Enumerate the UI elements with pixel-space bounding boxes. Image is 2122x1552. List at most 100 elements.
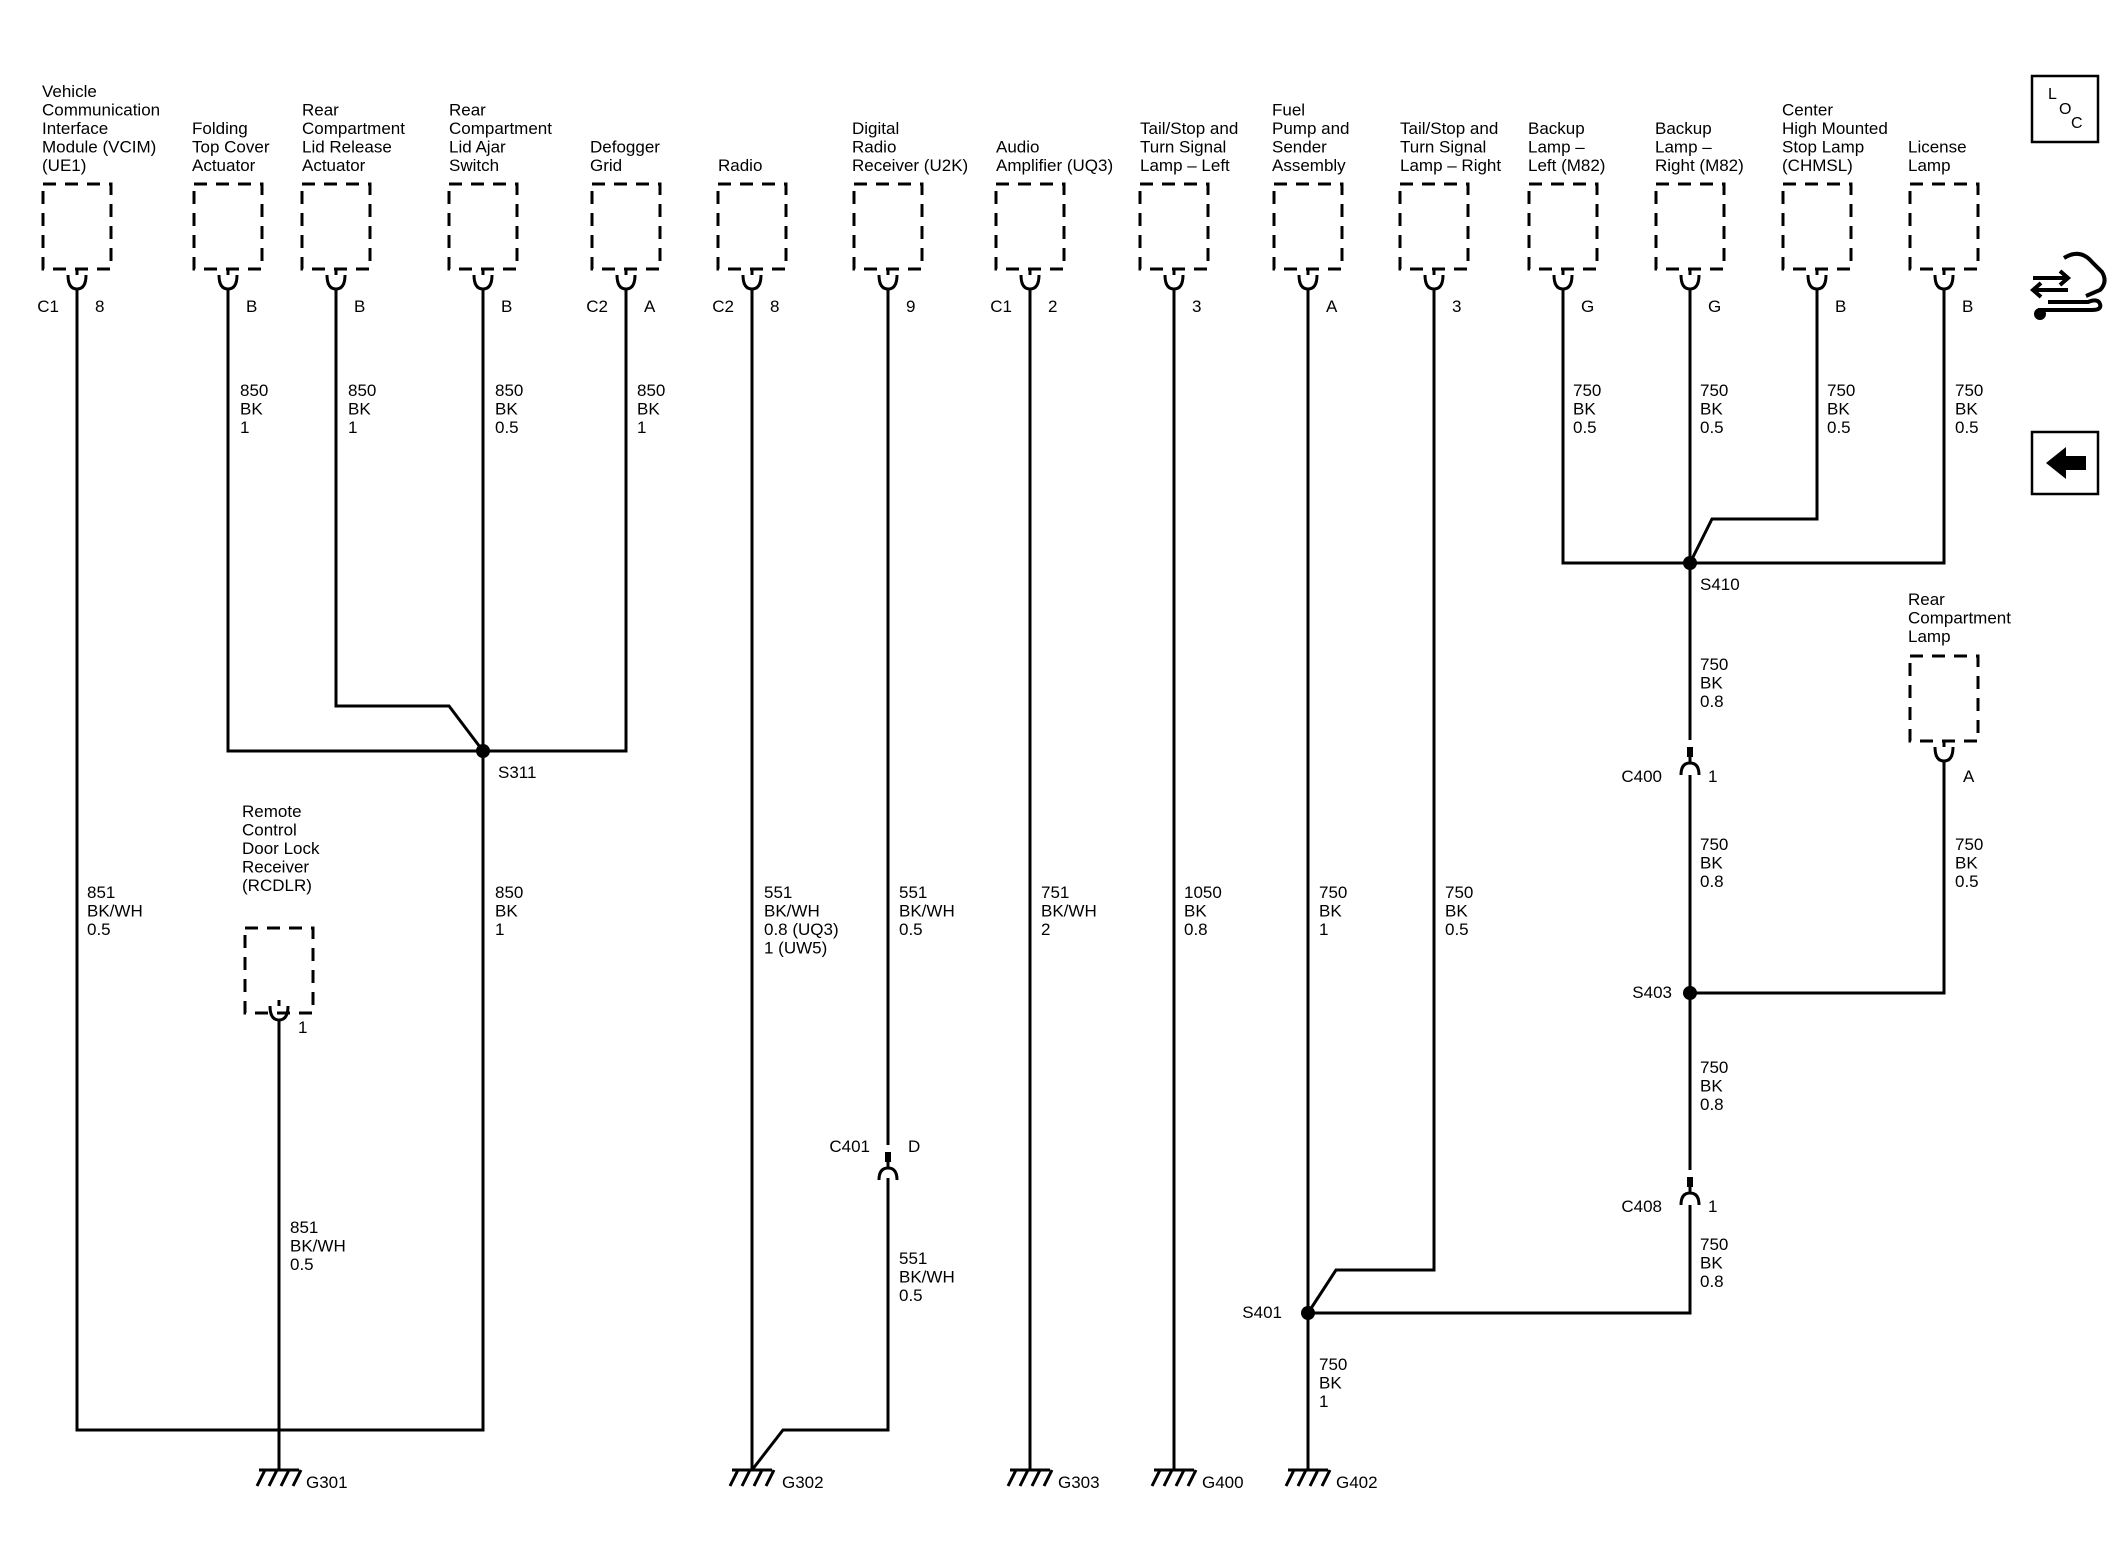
component-label-rear-lid-release-line: Compartment [302, 119, 405, 138]
pin-folding-top: B [246, 297, 257, 316]
back-arrow-icon [2046, 447, 2086, 479]
wire-label-c400-s403-line: BK [1700, 854, 1723, 873]
wire-label-s403-c408-line: BK [1700, 1077, 1723, 1096]
component-label-chmsl-line: Stop Lamp [1782, 138, 1864, 157]
component-label-defogger-line: Grid [590, 156, 622, 175]
terminal-rcdlr [268, 1000, 290, 1022]
component-label-radio-line: Radio [718, 156, 762, 175]
wire-label-s410-c400-line: BK [1700, 674, 1723, 693]
component-label-rear-comp-lamp-line: Compartment [1908, 609, 2011, 628]
inline-connector-c401-pin [885, 1152, 891, 1162]
wire-label-c408-s401-line: 0.8 [1700, 1272, 1724, 1291]
wire-label-lid-ajar-line: 850 [495, 381, 523, 400]
component-label-license-line: Lamp [1908, 156, 1951, 175]
wire-lid-release [334, 289, 485, 752]
pin-rear-lid-ajar: B [501, 297, 512, 316]
wire-label-c408-s401-line: BK [1700, 1254, 1723, 1273]
wire-label-tail-right-line: 0.5 [1445, 920, 1469, 939]
back-button[interactable] [2030, 430, 2100, 496]
loc-letter-o: O [2059, 101, 2071, 118]
component-label-rcdlr-line: Receiver [242, 858, 309, 877]
component-label-digital-radio-line: Radio [852, 138, 896, 157]
component-label-rcdlr-line: (RCDLR) [242, 876, 312, 895]
terminal-rear-comp-lamp [1933, 741, 1955, 763]
pin-tail-left: 3 [1192, 297, 1201, 316]
component-label-folding-top-line: Folding [192, 119, 248, 138]
component-label-backup-left-line: Lamp – [1528, 138, 1585, 157]
component-box-rear-lid-release [300, 182, 372, 271]
inline-connector-label-c401: C401 [829, 1137, 870, 1156]
pin-backup-left: G [1581, 297, 1594, 316]
wire-label-s311-line: BK [495, 902, 518, 921]
pin-defogger: A [644, 297, 656, 316]
component-label-vcim-line: (UE1) [42, 156, 86, 175]
wire-label-s403-c408-line: 750 [1700, 1058, 1728, 1077]
wire-label-tail-left-line: BK [1184, 902, 1207, 921]
wire-label-s401-g402-line: 1 [1319, 1392, 1328, 1411]
connector-icon[interactable] [2029, 251, 2107, 320]
wire-label-fuel-line: BK [1319, 902, 1342, 921]
component-label-backup-left-line: Backup [1528, 119, 1585, 138]
wire-label-rear-comp-line: 750 [1955, 835, 1983, 854]
component-box-digital-radio [852, 182, 924, 271]
terminal-defogger [615, 269, 637, 291]
terminal-rear-lid-ajar [472, 269, 494, 291]
wire-label-audio-line: 751 [1041, 883, 1069, 902]
wire-label-fuel-line: 750 [1319, 883, 1347, 902]
component-box-rcdlr [243, 926, 315, 1015]
component-label-rear-lid-ajar-line: Switch [449, 156, 499, 175]
inline-connector-pin-c400: 1 [1708, 767, 1717, 786]
splice-label-s311: S311 [498, 763, 536, 782]
wire-label-license-line: 750 [1955, 381, 1983, 400]
component-label-rear-lid-ajar-line: Lid Ajar [449, 138, 506, 157]
component-label-rcdlr-line: Door Lock [242, 839, 320, 858]
wire-label-folding-line: 850 [240, 381, 268, 400]
terminal-radio [741, 269, 763, 291]
terminal-tail-left [1163, 269, 1185, 291]
wire-label-backup-left-line: 750 [1573, 381, 1601, 400]
wire-defogger [483, 289, 628, 753]
wire-label-vcim-line: 0.5 [87, 920, 111, 939]
component-label-tail-right-line: Turn Signal [1400, 138, 1486, 157]
wire-label-audio-line: 2 [1041, 920, 1050, 939]
loc-button[interactable]: L O C [2030, 74, 2100, 144]
ground-label-g402: G402 [1336, 1473, 1378, 1492]
wire-label-rcdlr-line: 0.5 [290, 1255, 314, 1274]
wire-label-tail-right-line: BK [1445, 902, 1468, 921]
component-label-vcim-line: Interface [42, 119, 108, 138]
component-label-tail-left-line: Turn Signal [1140, 138, 1226, 157]
component-label-tail-left-line: Tail/Stop and [1140, 119, 1238, 138]
loc-letter-c: C [2071, 115, 2083, 132]
wire-label-lid-ajar-line: 0.5 [495, 418, 519, 437]
connector-name-audio-amp: C1 [990, 297, 1012, 316]
component-label-fuel-pump-line: Pump and [1272, 119, 1350, 138]
wire-label-s410-c400-line: 0.8 [1700, 692, 1724, 711]
wire-c408-s401 [1308, 1205, 1692, 1315]
component-label-audio-amp-line: Audio [996, 138, 1039, 157]
wire-label-tail-left-line: 0.8 [1184, 920, 1208, 939]
component-label-rear-comp-lamp-line: Rear [1908, 590, 1945, 609]
pin-license: B [1962, 297, 1973, 316]
terminal-digital-radio [877, 269, 899, 291]
wire-label-vcim-line: BK/WH [87, 902, 143, 921]
component-label-fuel-pump-line: Fuel [1272, 101, 1305, 120]
wire-label-radio-line: 551 [764, 883, 792, 902]
wire-label-tail-right-line: 750 [1445, 883, 1473, 902]
wire-label-s410-c400-line: 750 [1700, 655, 1728, 674]
inline-connector-label-c408: C408 [1621, 1197, 1662, 1216]
pin-rear-comp-lamp: A [1963, 767, 1975, 786]
wire-label-digital-lower-line: 0.5 [899, 1286, 923, 1305]
terminal-folding-top [217, 269, 239, 291]
component-label-rear-lid-ajar-line: Compartment [449, 119, 552, 138]
component-box-backup-right [1654, 182, 1726, 271]
component-label-rear-lid-release-line: Actuator [302, 156, 366, 175]
pin-fuel-pump: A [1326, 297, 1338, 316]
inline-connector-label-c400: C400 [1621, 767, 1662, 786]
wire-label-audio-line: BK/WH [1041, 902, 1097, 921]
wire-label-backup-right-line: BK [1700, 400, 1723, 419]
component-label-digital-radio-line: Receiver (U2K) [852, 156, 968, 175]
inline-connector-pin-c401: D [908, 1137, 920, 1156]
component-label-digital-radio-line: Digital [852, 119, 899, 138]
component-label-folding-top-line: Top Cover [192, 138, 270, 157]
